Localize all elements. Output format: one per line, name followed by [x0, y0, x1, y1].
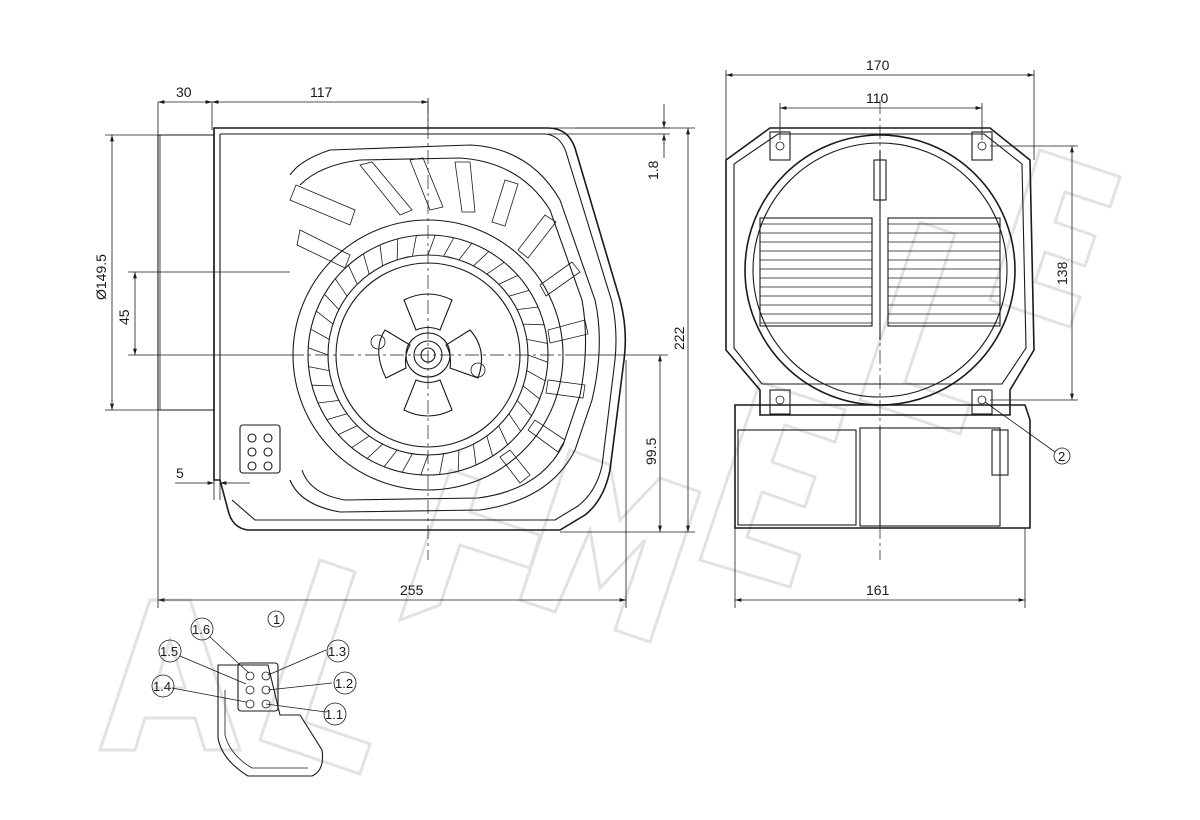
impeller-blade [401, 453, 413, 473]
front-view [725, 100, 1035, 560]
impeller-blade [527, 354, 548, 363]
impeller-blade [324, 293, 340, 310]
dim-dia-149-5: Ø149.5 [93, 254, 109, 300]
dim-161: 161 [866, 582, 890, 598]
dim-5: 5 [176, 465, 184, 481]
detail-view: 1 1.6 1.5 1.4 1.3 1.2 1.1 [151, 610, 357, 777]
dim-222: 222 [671, 326, 687, 350]
dim-30: 30 [176, 84, 192, 100]
impeller-blade [317, 400, 339, 404]
side-view [157, 100, 627, 560]
impeller-blade [508, 413, 522, 432]
impeller-blade [498, 425, 508, 445]
callout-1-3: 1.3 [328, 644, 346, 659]
impeller-blade [516, 400, 532, 417]
impeller-blade [396, 238, 399, 260]
impeller-blade [517, 306, 539, 310]
impeller-blade [522, 385, 540, 400]
impeller-blade [420, 454, 429, 475]
impeller-blade [523, 323, 545, 326]
impeller-blade [308, 366, 330, 371]
callout-1-5: 1.5 [160, 644, 178, 659]
impeller-blade [526, 370, 546, 382]
dim-138: 138 [1054, 261, 1070, 285]
connector-side [239, 424, 281, 474]
impeller-blade [308, 347, 329, 356]
impeller-blade [383, 449, 398, 467]
callout-1-1: 1.1 [325, 707, 343, 722]
callout-1-6: 1.6 [192, 622, 210, 637]
impeller-blade [366, 443, 383, 459]
side-dimensions: 30 117 1.8 Ø149.5 45 222 99.5 5 [93, 84, 695, 608]
impeller-blade [443, 237, 455, 257]
impeller-blade [379, 244, 383, 266]
callout-2: 2 [1058, 449, 1065, 464]
impeller-blade [351, 435, 370, 449]
impeller-blade [427, 235, 436, 256]
impeller-blade [412, 235, 417, 257]
impeller-blade [311, 384, 333, 387]
impeller-blade [310, 328, 330, 340]
impeller-blade [316, 310, 334, 325]
impeller-blade [498, 275, 518, 285]
impeller-blade [508, 290, 530, 297]
impeller-blade [486, 435, 493, 457]
dim-1-8: 1.8 [645, 160, 661, 180]
impeller-blade [326, 413, 348, 420]
impeller-blade [458, 243, 473, 261]
impeller-blade [363, 253, 370, 275]
impeller-blade [457, 450, 460, 472]
callout-1-2: 1.2 [335, 676, 353, 691]
housing-outline [213, 127, 627, 531]
impeller-blade [338, 425, 358, 435]
dim-117: 117 [310, 84, 333, 100]
impeller-blade [526, 339, 548, 344]
dim-99-5: 99.5 [643, 438, 659, 465]
dim-170: 170 [866, 57, 890, 73]
impeller-blade [348, 265, 358, 285]
front-dimensions: 170 110 138 161 2 [725, 57, 1078, 608]
impeller-blade [334, 278, 348, 297]
dim-45: 45 [116, 309, 132, 325]
dim-110: 110 [866, 90, 889, 106]
impeller-blade [473, 251, 490, 267]
callout-1: 1 [273, 612, 280, 627]
dim-255: 255 [400, 582, 424, 598]
impeller-blade [439, 453, 444, 475]
callout-1-4: 1.4 [153, 679, 171, 694]
impeller-blade [473, 444, 477, 466]
impeller-blade [486, 261, 505, 275]
